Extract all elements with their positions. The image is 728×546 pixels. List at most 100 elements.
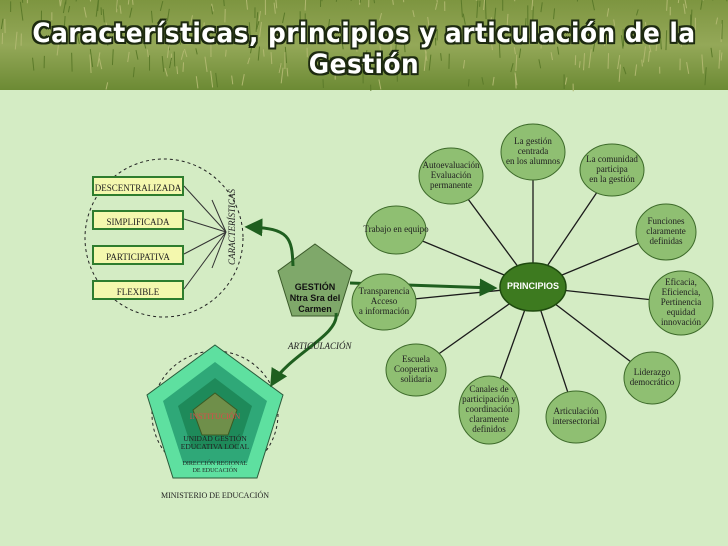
grass-blade — [89, 49, 94, 68]
gestion-label: GESTIÓN Ntra Sra del Carmen — [280, 282, 350, 314]
principio-node — [623, 351, 681, 405]
grass-blade — [178, 37, 181, 45]
principio-label-line: Canales de — [469, 384, 509, 394]
grass-blade — [583, 53, 586, 71]
grass-blade — [718, 49, 721, 69]
grass-blade — [641, 59, 643, 67]
grass-blade — [379, 13, 382, 21]
principio-label-line: definidas — [649, 236, 683, 247]
grass-blade — [373, 0, 376, 4]
principio-label: Trabajo en equipo — [351, 224, 441, 234]
caracteristicas-label: CARACTERÍSTICAS — [227, 189, 237, 265]
grass-blade — [150, 10, 153, 23]
principio-label-line: participa — [596, 164, 628, 175]
grass-blade — [644, 22, 648, 32]
grass-blade — [146, 49, 149, 58]
grass-blade — [493, 7, 497, 26]
grass-blade — [518, 48, 522, 58]
grass-blade — [618, 64, 621, 82]
principio-node — [365, 205, 427, 255]
grass-blade — [642, 46, 647, 63]
ugel-line-1: UNIDAD GESTIÓN — [183, 434, 247, 443]
grass-blade — [111, 49, 114, 66]
grass-blade — [423, 51, 427, 71]
grass-blade — [248, 22, 251, 37]
title-band — [0, 0, 728, 90]
grass-blade — [180, 50, 185, 60]
grass-blade — [273, 2, 276, 14]
grass-blade — [231, 75, 234, 85]
box-flexible: FLEXIBLE — [92, 280, 184, 300]
grass-blade — [606, 8, 610, 17]
grass-blade — [159, 1, 164, 12]
grass-blade — [354, 36, 356, 43]
grass-blade — [63, 15, 66, 29]
principio-node — [635, 203, 697, 261]
grass-blade — [571, 23, 575, 40]
grass-blade — [538, 59, 542, 69]
principio-label-line: centrada — [517, 146, 549, 157]
arrow-caracteristicas — [244, 218, 295, 267]
grass-blade — [202, 22, 205, 32]
principio-label-line: innovación — [661, 317, 701, 328]
principio-label-line: en la gestión — [589, 174, 635, 185]
principio-label-line: Transparencia — [358, 286, 410, 296]
grass-blade — [355, 43, 358, 52]
grass-blade — [241, 74, 245, 86]
grass-blade — [513, 47, 516, 55]
principio-label-line: Autoevaluación — [422, 160, 480, 170]
grass-blade — [225, 49, 227, 57]
box-simplificada: SIMPLIFICADA — [92, 210, 184, 230]
principio-label-line: permanente — [430, 180, 472, 191]
grass-blade — [700, 0, 703, 10]
grass-blade — [89, 54, 92, 74]
principio-label-line: a información — [358, 306, 410, 317]
grass-blade — [0, 18, 4, 30]
grass-blade — [210, 70, 214, 88]
principio-label-line: Escuela — [402, 354, 430, 364]
grass-blade — [484, 0, 487, 20]
grass-blade — [435, 2, 438, 10]
principio-label-line: Funciones — [647, 216, 685, 226]
grass-blade — [328, 57, 332, 69]
grass-blade — [255, 12, 259, 32]
grass-blade — [720, 52, 723, 61]
principio-label-line: definidos — [472, 424, 506, 435]
grass-blade — [701, 54, 704, 74]
grass-blade — [379, 45, 382, 54]
principio-label-line: participación y — [462, 394, 516, 405]
grass-blade — [19, 1, 24, 21]
grass-blade — [181, 23, 183, 38]
box-descentralizada: DESCENTRALIZADA — [92, 176, 184, 196]
grass-blade — [75, 28, 77, 38]
grass-blade — [492, 76, 495, 86]
grass-blade — [608, 29, 611, 42]
grass-blade — [210, 6, 213, 15]
grass-blade — [32, 57, 35, 71]
grass-blade — [135, 49, 139, 60]
principio-label-line: claramente — [469, 414, 509, 425]
grass-blade — [282, 12, 286, 24]
grass-blade — [440, 53, 442, 61]
principio-label-line: Eficacia, — [665, 277, 697, 287]
grass-blade — [340, 33, 344, 50]
principio-label-line: Evaluación — [430, 170, 472, 181]
grass-blade — [627, 28, 631, 40]
principio-label-line: coordinación — [465, 404, 513, 415]
grass-blade — [189, 15, 193, 26]
grass-blade — [129, 7, 133, 18]
principios-nodes — [351, 123, 714, 445]
principio-label-line: La comunidad — [586, 154, 638, 164]
grass-blade — [498, 42, 501, 58]
grass-blade — [286, 67, 289, 77]
grass-blade — [412, 10, 415, 18]
grass-blade — [164, 67, 168, 77]
grass-blade — [483, 0, 486, 11]
grass-blade — [462, 13, 466, 25]
grass-blade — [56, 37, 60, 56]
grass-blade — [348, 66, 352, 76]
grass-blade — [515, 54, 518, 72]
